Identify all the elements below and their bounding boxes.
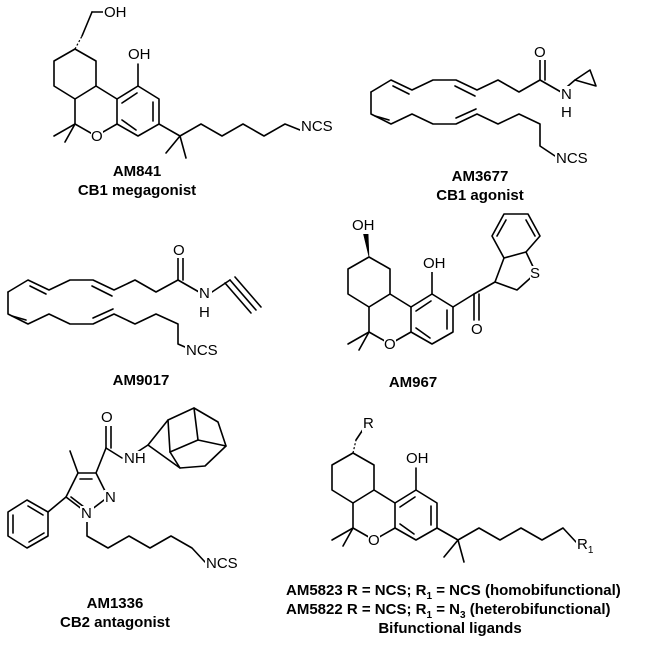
bifunctional-description: Bifunctional ligands <box>378 620 521 637</box>
structure-am3677: O N H NCS <box>370 44 597 167</box>
am1336-carbonyl-oxygen-label: O <box>101 409 113 426</box>
am841-description: CB1 megagonist <box>78 182 196 199</box>
am1336-name: AM1336 <box>87 595 144 612</box>
am1336-pyrazole-n2-label: N <box>105 489 116 506</box>
am9017-hydrogen-label: H <box>199 304 210 321</box>
am9017-carbonyl-oxygen-label: O <box>173 242 185 259</box>
am841-oh-ring-label: OH <box>128 46 151 63</box>
am3677-name: AM3677 <box>452 168 509 185</box>
am1336-description: CB2 antagonist <box>60 614 170 631</box>
am5823-line: AM5823 R = NCS; R1 = NCS (homobifunction… <box>286 582 621 602</box>
am841-name: AM841 <box>113 163 161 180</box>
bifunctional-oh-ring-label: OH <box>406 450 429 467</box>
am9017-ncs-label: NCS <box>186 342 218 359</box>
structure-am841: OH OH O NCS <box>53 4 338 159</box>
am967-oh-top-label: OH <box>352 217 375 234</box>
structure-am9017: O N H NCS <box>7 242 262 359</box>
am3677-description: CB1 agonist <box>436 187 524 204</box>
am967-name: AM967 <box>389 374 437 391</box>
am3677-carbonyl-oxygen-label: O <box>534 44 546 61</box>
am841-ncs-label: NCS <box>301 118 333 135</box>
am967-sulfur-label: S <box>530 265 540 282</box>
am1336-pyrazole-n1-label: N <box>81 505 92 522</box>
am967-ring-oxygen-label: O <box>384 336 396 353</box>
structure-bifunctional: R OH O R1 <box>331 415 598 563</box>
am841-ring-oxygen-label: O <box>91 128 103 145</box>
structure-am1336: O NH N N NCS <box>7 407 243 572</box>
bifunctional-ring-oxygen-label: O <box>368 532 380 549</box>
am3677-nitrogen-label: N <box>561 86 572 103</box>
am967-carbonyl-oxygen-label: O <box>471 321 483 338</box>
am1336-ncs-label: NCS <box>206 555 238 572</box>
bifunctional-r1-label: R1 <box>577 536 594 556</box>
bifunctional-r-label: R <box>363 415 374 432</box>
am5822-line: AM5822 R = NCS; R1 = N3 (heterobifunctio… <box>286 601 611 621</box>
structure-am967: OH OH O O S <box>347 213 542 353</box>
am841-oh-top-label: OH <box>104 4 127 21</box>
am9017-nitrogen-label: N <box>199 285 210 302</box>
am3677-ncs-label: NCS <box>556 150 588 167</box>
am9017-name: AM9017 <box>113 372 170 389</box>
am1336-amide-nh-label: NH <box>124 450 146 467</box>
am967-oh-ring-label: OH <box>423 255 446 272</box>
am3677-hydrogen-label: H <box>561 104 572 121</box>
